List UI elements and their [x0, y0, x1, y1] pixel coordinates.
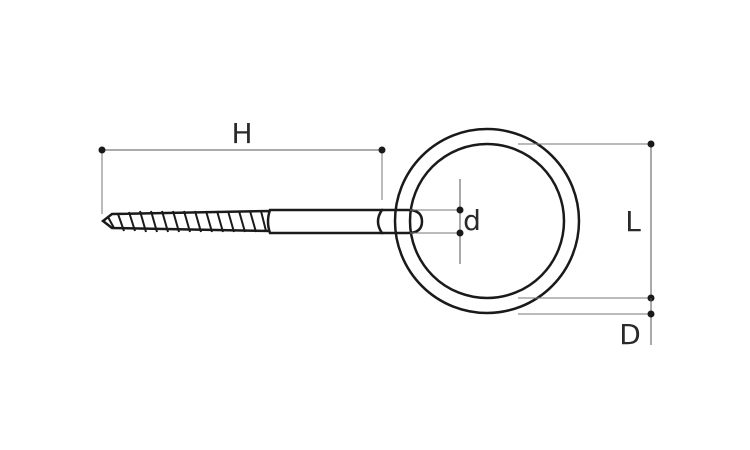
dimension-d-dot-bottom	[456, 229, 464, 237]
screw-eye-neck	[376, 208, 424, 235]
ring-outer	[393, 127, 581, 315]
dimension-h-dot-right	[378, 146, 386, 154]
screw-thread-ridges	[107, 210, 267, 233]
ring-inner	[408, 142, 566, 300]
dimension-h-dot-left	[98, 146, 106, 154]
dimension-d-large: D	[518, 298, 655, 351]
dimension-l-dot-top	[647, 140, 655, 148]
dimension-D-dot	[647, 310, 655, 318]
dimension-h: H	[98, 117, 386, 214]
dimension-d-dot-top	[456, 206, 464, 214]
dimension-l-label: L	[625, 205, 641, 238]
screw	[100, 208, 424, 235]
dimension-h-label: H	[231, 117, 252, 150]
dimension-D-label: D	[619, 318, 641, 351]
ring	[393, 127, 581, 315]
dimension-d-label: d	[463, 204, 481, 237]
dimension-l: L	[518, 140, 655, 302]
dimension-d-small: d	[410, 179, 481, 264]
screw-shank	[266, 208, 384, 235]
